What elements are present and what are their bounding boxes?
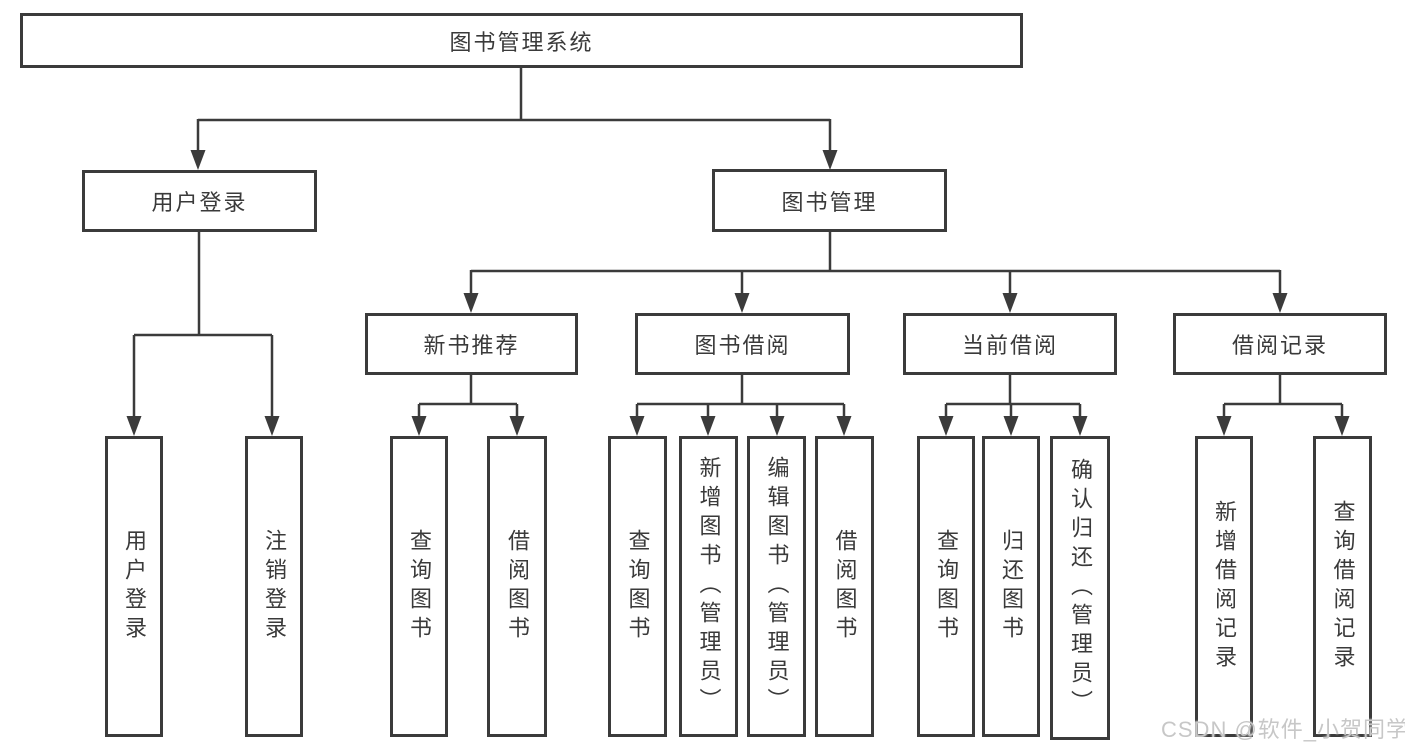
node-label: 新书推荐 [423,333,520,358]
leaf-confirm-return-admin: 确认归还（管理员） [1050,436,1110,740]
leaf-label: 确认归还（管理员） [1068,457,1093,719]
leaf-label: 查询借阅记录 [1330,499,1356,674]
node-current-borrow: 当前借阅 [903,313,1117,375]
leaf-label: 编辑图书（管理员） [764,456,790,717]
leaf-query-books-recommend: 查询图书 [390,436,448,737]
node-new-book-recommend: 新书推荐 [365,313,578,375]
node-book-borrow: 图书借阅 [635,313,850,375]
leaf-query-books-borrow: 查询图书 [608,436,667,737]
leaf-logout: 注销登录 [245,436,303,737]
node-borrow-records: 借阅记录 [1173,313,1387,375]
leaf-label: 归还图书 [999,528,1024,645]
leaf-add-borrow-record: 新增借阅记录 [1195,436,1253,737]
leaf-borrow-books: 借阅图书 [815,436,874,737]
leaf-query-books-current: 查询图书 [917,436,975,737]
node-book-management-branch: 图书管理 [712,169,947,232]
leaf-add-books-admin: 新增图书（管理员） [679,436,738,737]
leaf-label: 用户登录 [122,528,147,645]
leaf-label: 新增借阅记录 [1212,499,1237,674]
leaf-label: 查询图书 [934,528,959,645]
node-root-system: 图书管理系统 [20,13,1023,68]
node-label: 图书管理 [781,189,878,215]
leaf-edit-books-admin: 编辑图书（管理员） [747,436,806,737]
leaf-user-login: 用户登录 [105,436,163,737]
node-root-label: 图书管理系统 [449,29,594,55]
leaf-query-borrow-record: 查询借阅记录 [1313,436,1372,737]
leaf-label: 查询图书 [625,528,651,645]
node-label: 借阅记录 [1231,333,1328,358]
node-label: 图书借阅 [694,333,791,358]
arrow-down-heads [126,150,1350,436]
node-user-login-branch: 用户登录 [82,170,317,232]
leaf-label: 借阅图书 [832,528,858,645]
leaf-label: 注销登录 [262,528,287,645]
leaf-return-books: 归还图书 [982,436,1040,737]
leaf-label: 借阅图书 [505,528,530,645]
leaf-label: 新增图书（管理员） [696,456,722,717]
node-label: 当前借阅 [961,333,1058,358]
leaf-borrow-books-recommend: 借阅图书 [487,436,547,737]
csdn-watermark: CSDN @软件_小贺同学 [1161,717,1405,742]
edge-lines [132,68,1344,420]
leaf-label: 查询图书 [407,528,432,645]
node-label: 用户登录 [151,190,248,215]
